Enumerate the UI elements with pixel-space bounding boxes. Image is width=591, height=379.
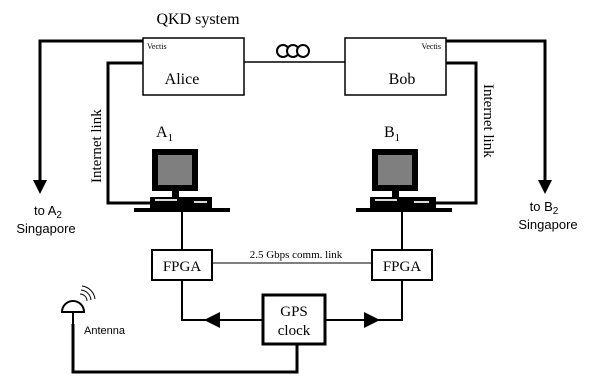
- arrow-to-b2-icon: [538, 180, 552, 194]
- fpga-right-label: FPGA: [383, 259, 422, 275]
- comm-link-label: 2.5 Gbps comm. link: [250, 249, 343, 261]
- bob-label: Bob: [389, 71, 416, 88]
- link-gps-fpga-left: [181, 280, 263, 321]
- antenna-cable: [71, 324, 299, 374]
- gps-clock-line2: clock: [278, 323, 311, 339]
- bob-device: Vectis Bob: [344, 37, 447, 96]
- fpga-left-label: FPGA: [163, 259, 202, 275]
- alice-device: Vectis Alice: [142, 37, 245, 96]
- dest-right-label: to B2: [530, 199, 559, 217]
- internet-link-right: [436, 61, 478, 205]
- computer-a-label: A1: [156, 124, 173, 144]
- qkd-system-title: QKD system: [156, 11, 240, 28]
- dest-left-label: to A2: [34, 203, 62, 221]
- antenna-icon: [60, 285, 96, 326]
- link-gps-fpga-right: [325, 280, 403, 321]
- fpga-left: FPGA: [151, 249, 213, 281]
- arrow-to-a2-icon: [33, 180, 47, 194]
- fiber-coil-icon: [276, 44, 310, 58]
- gps-clock-line1: GPS: [280, 304, 308, 320]
- computer-b-icon: [356, 149, 452, 212]
- alice-brand: Vectis: [147, 42, 167, 51]
- link-to-b2: [446, 39, 547, 180]
- arrow-to-fpga-left-icon: [204, 312, 220, 328]
- dest-left-place: Singapore: [16, 221, 75, 236]
- link-to-a2: [38, 39, 143, 180]
- internet-link-left: [106, 61, 150, 205]
- internet-link-right-label: Internet link: [480, 84, 496, 158]
- internet-link-left-label: Internet link: [89, 109, 105, 183]
- alice-label: Alice: [165, 71, 200, 88]
- arrow-to-fpga-right-icon: [364, 312, 380, 328]
- bob-brand: Vectis: [421, 42, 441, 51]
- computer-b-label: B1: [384, 124, 400, 144]
- gps-clock: GPS clock: [261, 293, 327, 346]
- antenna-label: Antenna: [84, 325, 126, 337]
- dest-right-place: Singapore: [518, 217, 577, 232]
- fpga-right: FPGA: [371, 249, 433, 281]
- computer-a-icon: [134, 149, 230, 212]
